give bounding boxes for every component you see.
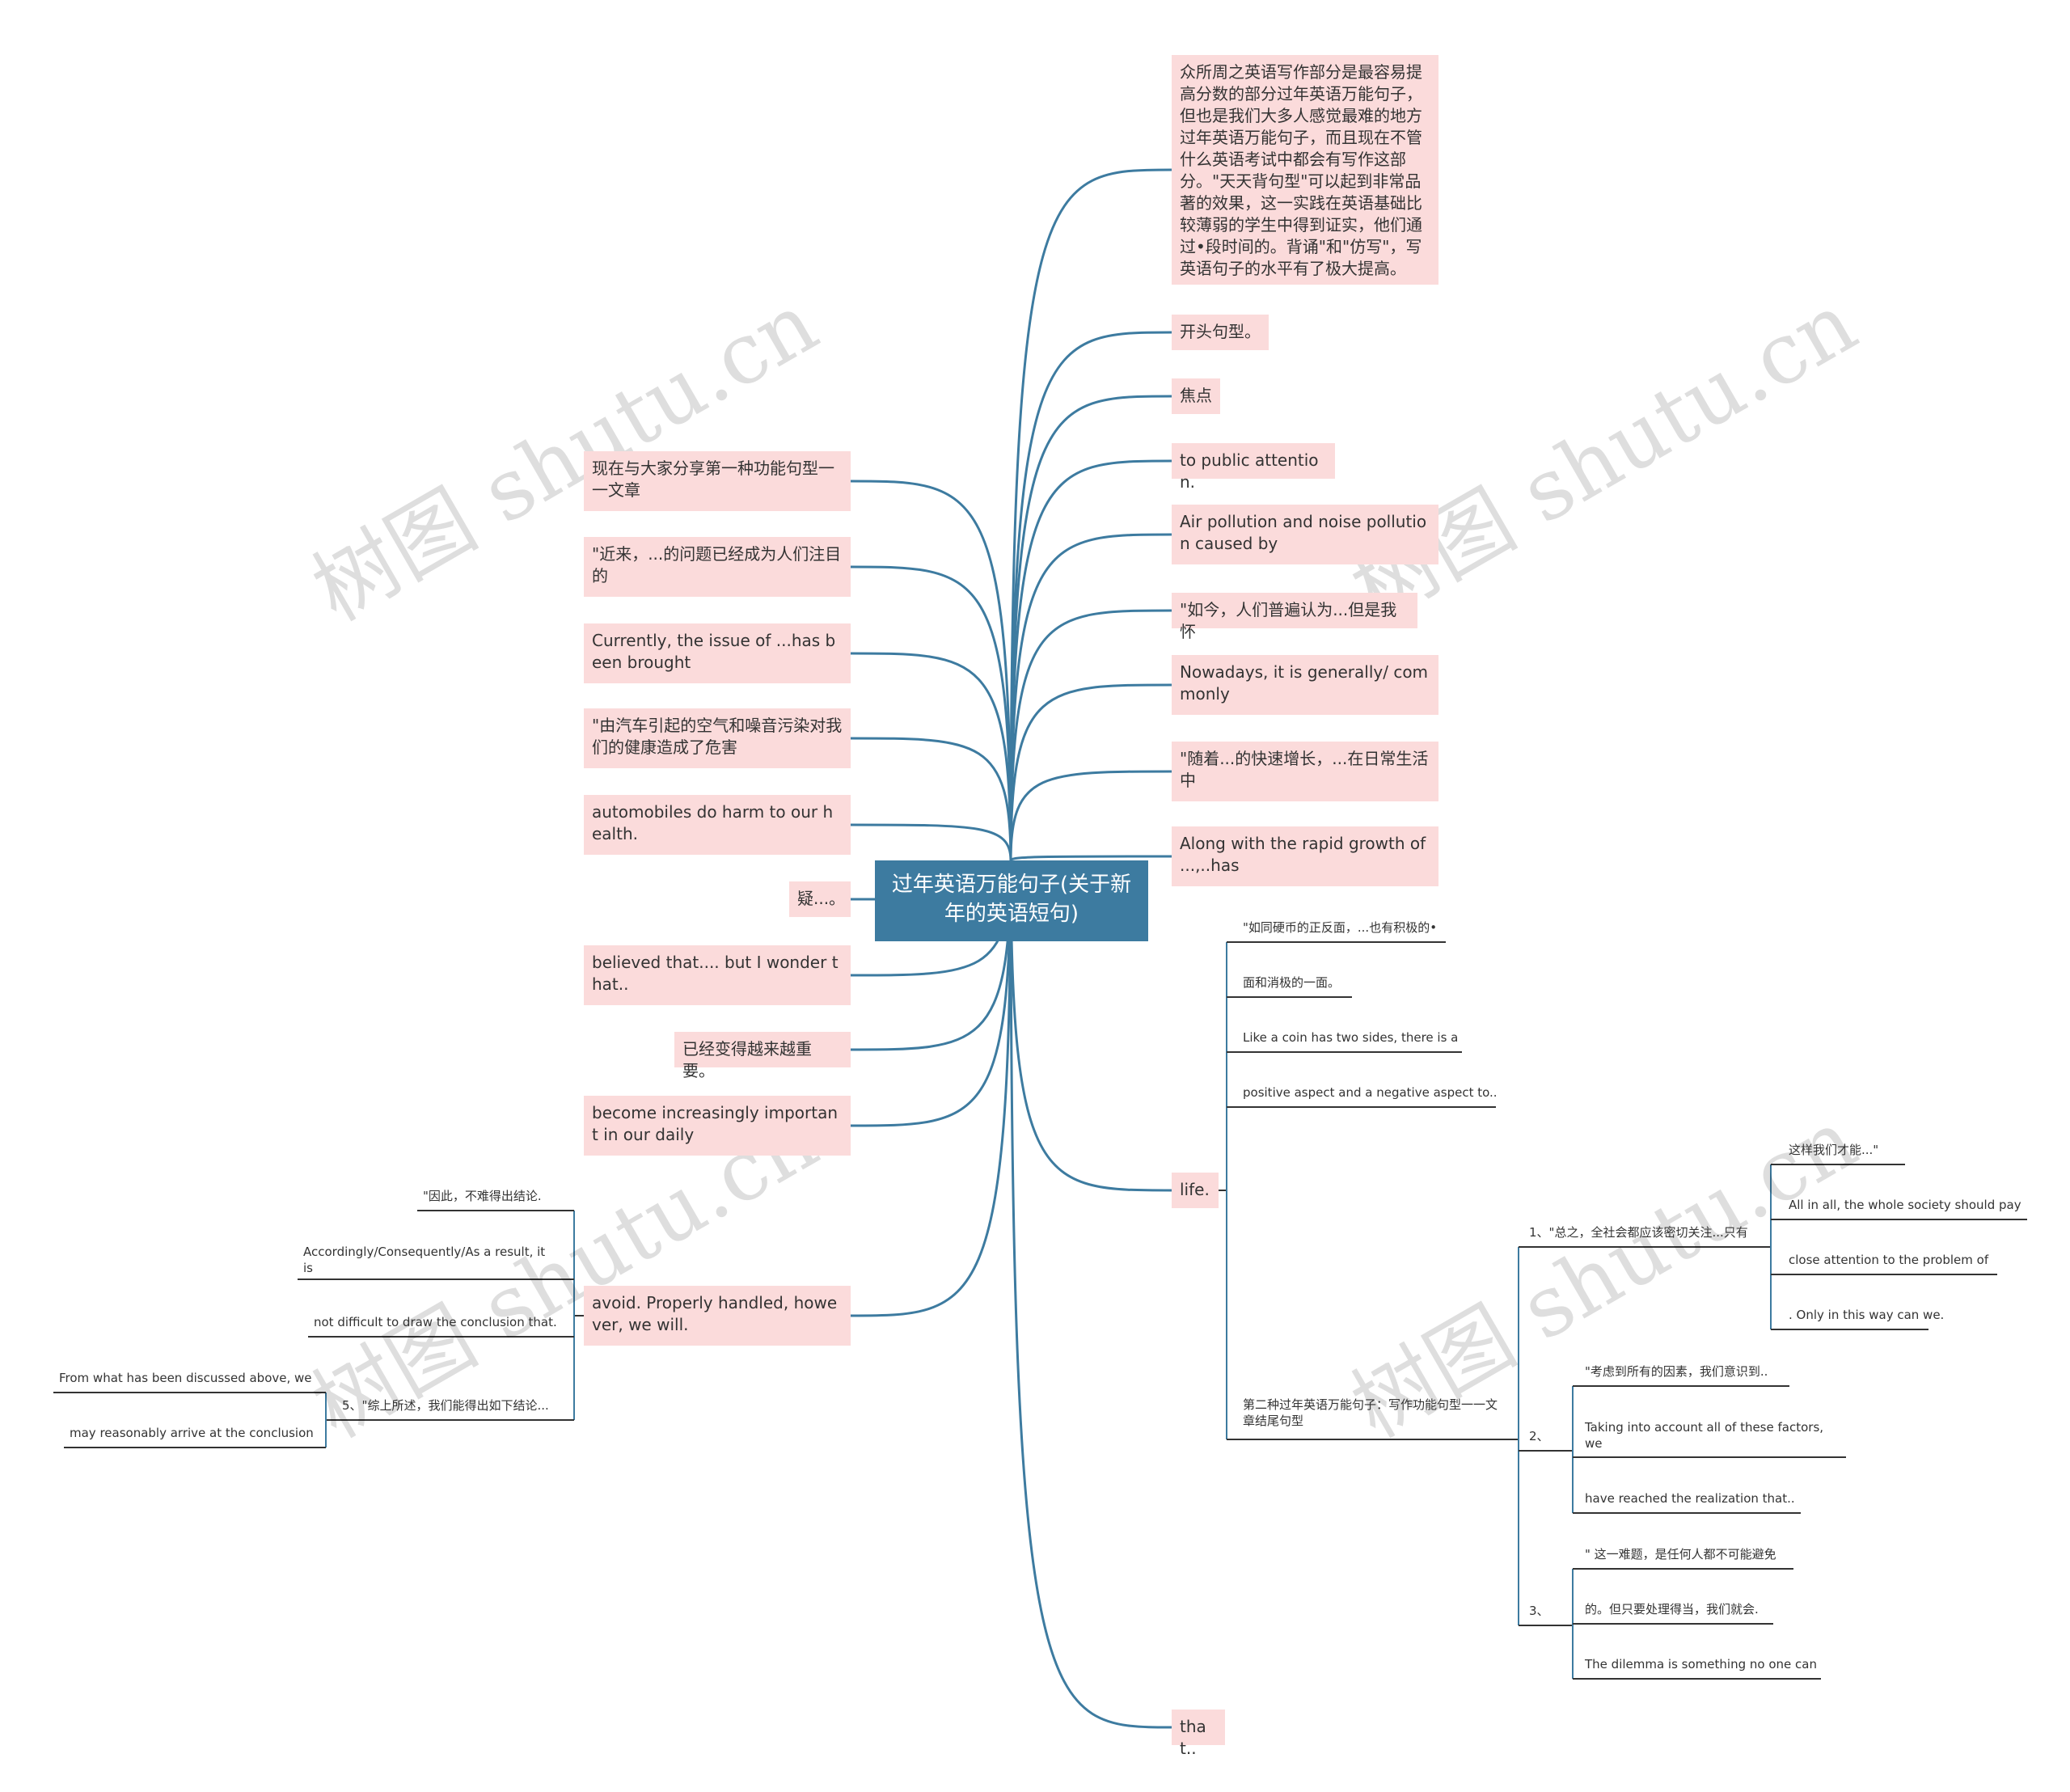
branch-connector — [1009, 860, 1172, 1729]
item3-leaf: " 这一难题，是任何人都不可能避免 — [1585, 1547, 1776, 1562]
branch-connector — [1009, 855, 1172, 861]
leaf-coin-en-2: positive aspect and a negative aspect to… — [1243, 1085, 1498, 1100]
nowadays-en-node[interactable]: Nowadays, it is generally/ commonly — [1172, 655, 1438, 715]
intro-paragraph-node[interactable]: 众所周之英语写作部分是最容易提高分数的部分过年英语万能句子，但也是我们大多人感觉… — [1172, 55, 1438, 285]
branch-connector — [850, 652, 1012, 861]
recently-cn-node[interactable]: "近来，...的问题已经成为人们注目的 — [584, 537, 851, 597]
item2-leaf: have reached the realization that.. — [1585, 1491, 1795, 1506]
increasingly-important-en-node[interactable]: become increasingly important in our dai… — [584, 1096, 851, 1156]
item-5: 5、"综上所述，我们能得出如下结论... — [342, 1398, 549, 1413]
item1-leaf: All in all, the whole society should pay — [1789, 1198, 2021, 1212]
automobiles-node[interactable]: automobiles do harm to our health. — [584, 795, 851, 855]
leaf-coin-cn: "如同硬币的正反面，...也有积极的• — [1243, 920, 1438, 935]
life-node[interactable]: life. — [1172, 1173, 1219, 1208]
increasingly-important-cn-node[interactable]: 已经变得越来越重要。 — [674, 1032, 851, 1080]
that-node[interactable]: that.. — [1172, 1710, 1225, 1758]
item1-leaf: 这样我们才能..." — [1789, 1143, 1879, 1157]
branch-connector — [1009, 168, 1172, 861]
branch-connector — [850, 737, 1012, 861]
leaf-coin-cn-2: 面和消极的一面。 — [1243, 975, 1341, 990]
branch-connector — [1009, 395, 1172, 861]
item1-leaf: . Only in this way can we. — [1789, 1308, 1945, 1322]
public-attention-node[interactable]: to public attention. — [1172, 443, 1335, 492]
currently-en-node[interactable]: Currently, the issue of ...has been brou… — [584, 623, 851, 683]
branch-connector — [1009, 860, 1172, 1192]
doubt-node[interactable]: 疑...。 — [789, 881, 851, 917]
branch-connector — [850, 860, 1012, 1127]
root-topic[interactable]: 过年英语万能句子(关于新年的英语短句) — [875, 860, 1148, 941]
item2-leaf: "考虑到所有的因素，我们意识到.. — [1585, 1364, 1768, 1379]
branch-connector — [850, 860, 1012, 1317]
nowadays-cn-node[interactable]: "如今，人们普遍认为...但是我怀 — [1172, 593, 1417, 641]
item3-leaf: 的。但只要处理得当，我们就会. — [1585, 1602, 1759, 1617]
avoid-leaf: not difficult to draw the conclusion tha… — [314, 1315, 557, 1329]
branch-connector — [1009, 459, 1172, 861]
branch-connector — [850, 480, 1012, 861]
item3-leaf: The dilemma is something no one can — [1585, 1657, 1817, 1672]
item1-leaf: close attention to the problem of — [1789, 1253, 1989, 1267]
pollution-node[interactable]: Air pollution and noise pollution caused… — [1172, 505, 1438, 564]
avoid-leaf: Accordingly/Consequently/As a result, it… — [303, 1245, 546, 1275]
item-3: 3、 — [1529, 1604, 1549, 1618]
item2-leaf: Taking into account all of these factors… — [1585, 1420, 1824, 1451]
focus-node[interactable]: 焦点 — [1172, 378, 1220, 414]
second-type-node: 第二种过年英语万能句子：写作功能句型一一文章结尾句型 — [1243, 1397, 1498, 1428]
car-pollution-cn-node[interactable]: "由汽车引起的空气和噪音污染对我们的健康造成了危害 — [584, 708, 851, 768]
believed-that-node[interactable]: believed that.... but I wonder that.. — [584, 945, 851, 1005]
branch-connector — [1009, 609, 1172, 861]
branch-connector — [850, 823, 1012, 861]
item5-leaf: may reasonably arrive at the conclusion — [70, 1426, 314, 1440]
item5-leaf: From what has been discussed above, we — [59, 1371, 312, 1385]
share-first-pattern-node[interactable]: 现在与大家分享第一种功能句型一一文章 — [584, 451, 851, 511]
rapid-growth-en-node[interactable]: Along with the rapid growth of ...,..has — [1172, 826, 1438, 886]
avoid-node[interactable]: avoid. Properly handled, however, we wil… — [584, 1286, 851, 1346]
leaf-coin-en: Like a coin has two sides, there is a — [1243, 1030, 1459, 1045]
branch-connector — [1009, 533, 1172, 861]
branch-connector — [1009, 683, 1172, 861]
item-2: 2、 — [1529, 1429, 1549, 1443]
opening-pattern-node[interactable]: 开头句型。 — [1172, 315, 1269, 350]
rapid-growth-cn-node[interactable]: "随着...的快速增长，...在日常生活中 — [1172, 742, 1438, 801]
avoid-leaf: "因此，不难得出结论. — [423, 1189, 542, 1203]
branch-connector — [1009, 331, 1172, 861]
item-1: 1、"总之，全社会都应该密切关注...只有 — [1529, 1225, 1748, 1240]
branch-connector — [1009, 770, 1172, 861]
branch-connector — [850, 565, 1012, 861]
